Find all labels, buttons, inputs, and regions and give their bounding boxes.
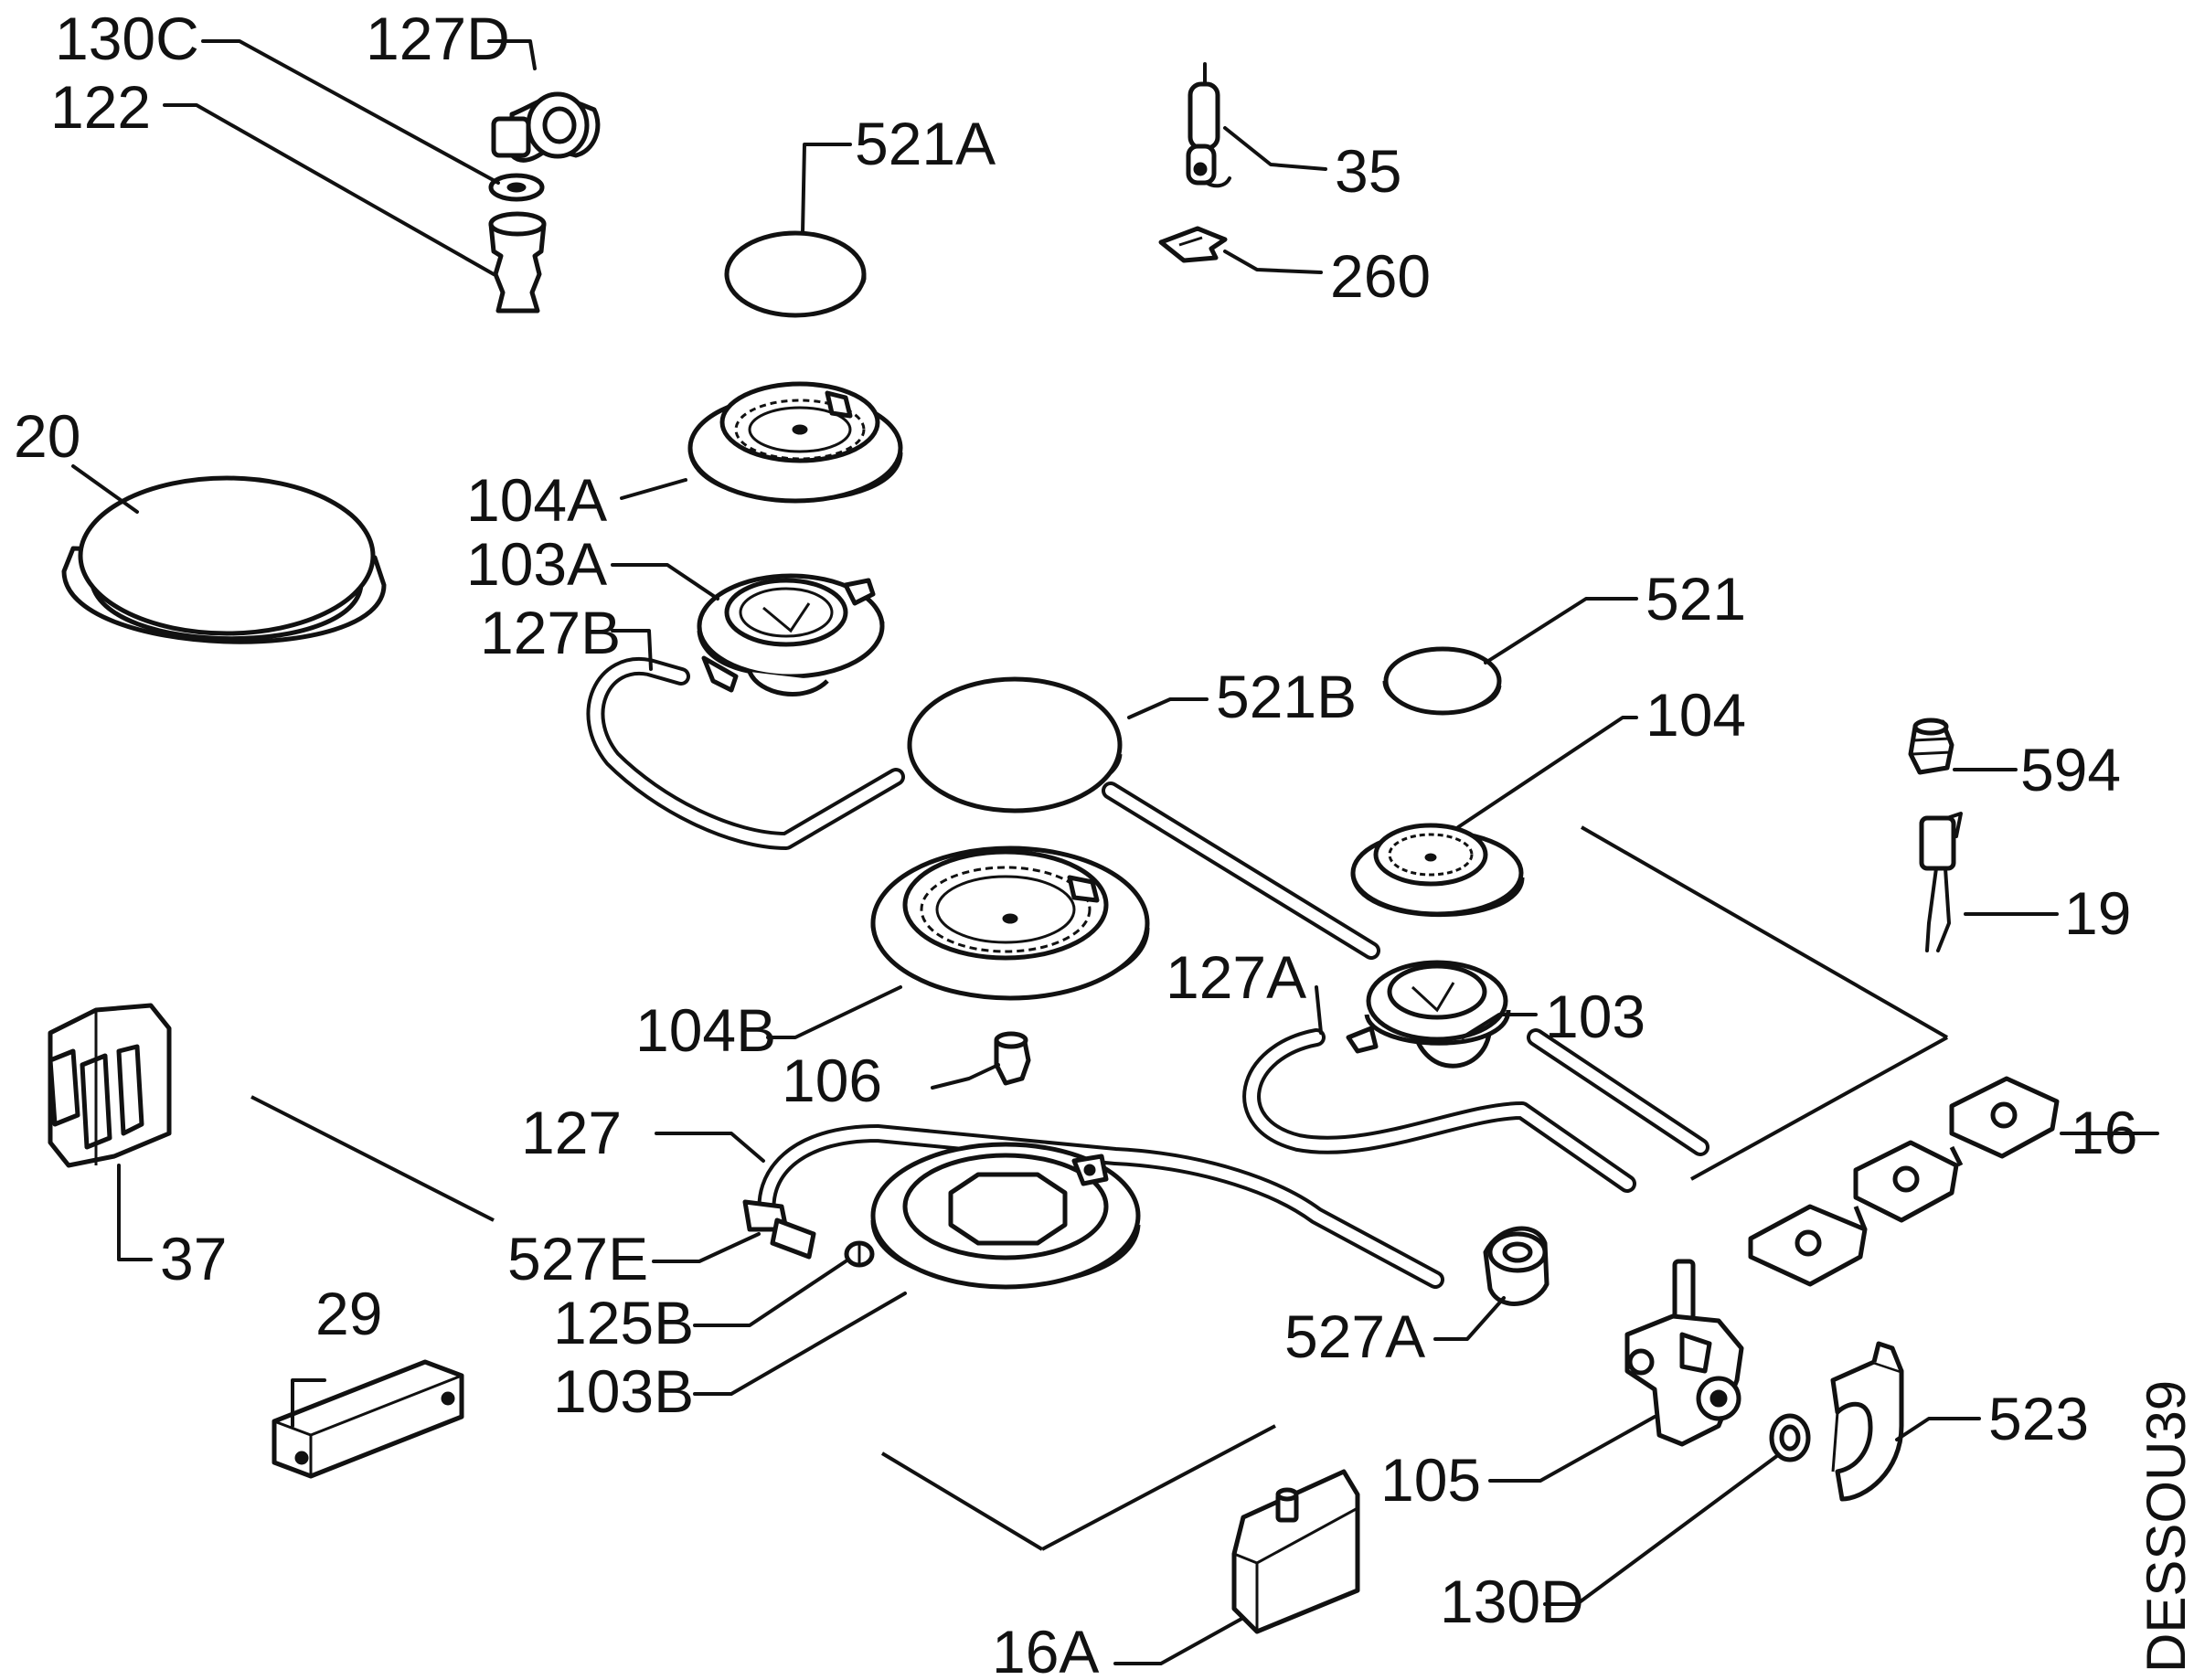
part-burner-head-104a xyxy=(687,381,903,504)
label-16: 16 xyxy=(2071,1099,2137,1166)
label-527a: 527A xyxy=(1284,1303,1425,1370)
part-burner-cap-521b xyxy=(907,676,1123,813)
gas-pipes xyxy=(586,656,1709,1289)
label-521: 521 xyxy=(1646,565,1746,633)
label-105: 105 xyxy=(1380,1446,1481,1514)
part-elbow-fitting xyxy=(488,91,601,314)
label-594: 594 xyxy=(2020,736,2121,803)
label-29: 29 xyxy=(315,1280,382,1347)
part-gas-tap-105 xyxy=(1624,1259,1744,1447)
label-521a: 521A xyxy=(855,110,996,177)
part-burner-head-104 xyxy=(1350,823,1525,918)
diagram-code: DESSOU39 xyxy=(2135,1380,2194,1673)
part-ignition-box-16a xyxy=(1231,1469,1360,1634)
label-521b: 521B xyxy=(1216,663,1357,730)
part-seal-130d xyxy=(1769,1413,1811,1462)
label-35: 35 xyxy=(1335,137,1401,205)
label-527e: 527E xyxy=(507,1225,648,1292)
label-130c: 130C xyxy=(55,5,199,72)
label-103b: 103B xyxy=(553,1357,694,1425)
label-20: 20 xyxy=(14,402,80,470)
label-19: 19 xyxy=(2064,879,2131,947)
part-burner-cap-521 xyxy=(1382,646,1502,716)
part-burner-head-104b xyxy=(870,845,1150,1001)
part-terminal-strip-16 xyxy=(1748,1076,2060,1287)
label-127d: 127D xyxy=(366,5,510,72)
leader-lines xyxy=(71,39,2159,1665)
part-burner-base-103 xyxy=(1346,960,1511,1069)
part-burner-base-103a xyxy=(697,573,885,696)
part-labels: 130C 127D 122 521A 35 260 20 104A 103A 1… xyxy=(14,5,2194,1680)
label-122: 122 xyxy=(50,73,151,141)
label-104b: 104B xyxy=(635,996,776,1064)
part-burner-base-103b xyxy=(870,1142,1141,1290)
part-washer-125b xyxy=(844,1240,875,1268)
group-lines xyxy=(250,825,1948,1551)
part-nut-527a xyxy=(1483,1226,1550,1306)
part-clamp-523 xyxy=(1830,1341,1904,1502)
label-104a: 104A xyxy=(466,466,607,534)
label-127b: 127B xyxy=(480,599,621,666)
label-37: 37 xyxy=(160,1225,227,1292)
part-burner-cap-521a xyxy=(724,230,867,318)
label-104: 104 xyxy=(1646,681,1746,749)
label-130d: 130D xyxy=(1440,1568,1584,1635)
part-thermocouple-35 xyxy=(1186,62,1231,188)
part-clip-260 xyxy=(1158,226,1228,263)
label-127: 127 xyxy=(521,1099,622,1166)
label-127a: 127A xyxy=(1166,943,1306,1011)
label-103: 103 xyxy=(1545,983,1646,1050)
part-electrode-19 xyxy=(1919,812,1963,952)
part-connector-527e xyxy=(742,1199,816,1260)
label-103a: 103A xyxy=(466,530,607,598)
part-injector-594 xyxy=(1908,718,1954,775)
label-16a: 16A xyxy=(992,1618,1099,1680)
part-injector-106 xyxy=(994,1031,1031,1086)
label-125b: 125B xyxy=(553,1289,694,1356)
label-523: 523 xyxy=(1988,1385,2089,1452)
part-large-cap-20 xyxy=(61,475,387,644)
part-bracket-29 xyxy=(272,1359,464,1479)
label-260: 260 xyxy=(1330,242,1431,310)
part-ignition-block-37 xyxy=(48,1003,172,1168)
label-106: 106 xyxy=(782,1047,882,1114)
